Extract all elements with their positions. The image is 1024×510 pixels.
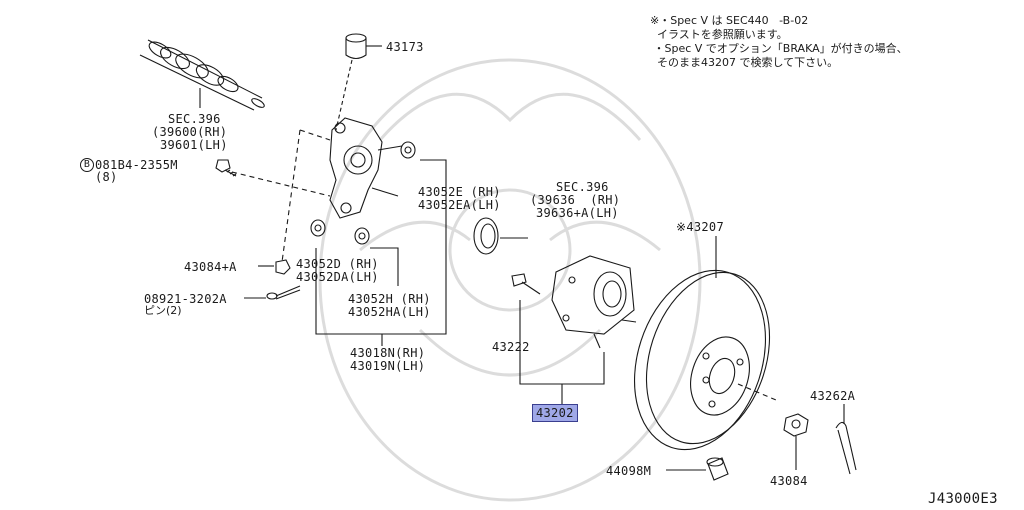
leader-brackets xyxy=(315,159,605,404)
nut-43084-icon xyxy=(783,413,809,470)
label-43222[interactable]: 43222 xyxy=(492,340,530,354)
seal-39636-icon xyxy=(473,217,528,255)
label-39600[interactable]: (39600(RH) xyxy=(152,125,228,139)
hub-43202-icon xyxy=(551,255,637,349)
note-line-1: ※・Spec V は SEC440 -B-02 xyxy=(650,14,809,27)
label-43019n[interactable]: 43019N(LH) xyxy=(350,359,426,373)
diagram-code: J43000E3 xyxy=(928,491,998,507)
label-43052h[interactable]: 43052H (RH) xyxy=(348,292,431,306)
disc-rotor-43207-icon xyxy=(633,236,777,451)
label-43202-highlight[interactable]: 43202 xyxy=(532,404,578,422)
label-bolt-qty: (8) xyxy=(95,170,118,184)
note-line-2: イラストを参照願います。 xyxy=(650,28,788,41)
label-43084[interactable]: 43084 xyxy=(770,474,808,488)
cotter-pin-43262a-icon xyxy=(835,404,857,475)
label-39601[interactable]: 39601(LH) xyxy=(160,138,228,152)
knuckle-icon xyxy=(329,117,403,219)
label-39636[interactable]: (39636 (RH) xyxy=(530,193,621,207)
cotter-pin-icon xyxy=(244,285,301,300)
label-43084a[interactable]: 43084+A xyxy=(184,260,237,274)
notes-block: ※・Spec V は SEC440 -B-02 イラストを参照願います。 ・Sp… xyxy=(650,14,908,70)
bolt-43222-icon xyxy=(511,273,541,295)
label-43052d[interactable]: 43052D (RH) xyxy=(296,257,379,271)
bushing-43052e-icon xyxy=(400,141,416,159)
label-43052ha[interactable]: 43052HA(LH) xyxy=(348,305,431,319)
label-sec396b[interactable]: SEC.396 xyxy=(556,180,609,194)
nut-43084a-icon xyxy=(258,259,291,275)
note-line-3: ・Spec V でオプション「BRAKA」が付きの場合、 xyxy=(650,42,908,55)
bushing-43052h-icon xyxy=(354,227,370,245)
label-43262a[interactable]: 43262A xyxy=(810,389,856,403)
label-43052da[interactable]: 43052DA(LH) xyxy=(296,270,379,284)
bolt-081b4-icon xyxy=(215,159,237,177)
label-08921[interactable]: 08921-3202A xyxy=(144,292,227,306)
bushing-43052d-icon xyxy=(310,219,326,237)
bushing-43173-icon xyxy=(335,33,382,131)
label-sec396a[interactable]: SEC.396 xyxy=(168,112,221,126)
drive-shaft-icon xyxy=(139,39,265,111)
label-43173[interactable]: 43173 xyxy=(386,40,424,54)
label-44098m[interactable]: 44098M xyxy=(606,464,652,478)
label-081b4[interactable]: 081B4-2355M xyxy=(95,158,178,172)
label-pin: ピン(2) xyxy=(144,304,182,317)
note-line-4: そのまま43207 で検索して下さい。 xyxy=(650,56,839,69)
watermark-emblem xyxy=(318,58,702,502)
label-39636a[interactable]: 39636+A(LH) xyxy=(536,206,619,220)
label-43052e[interactable]: 43052E (RH) xyxy=(418,185,501,199)
dashed-guides xyxy=(231,129,331,263)
label-43052ea[interactable]: 43052EA(LH) xyxy=(418,198,501,212)
bolt-circle-badge: B xyxy=(80,158,94,172)
cap-44098m-icon xyxy=(666,457,729,481)
label-43018n[interactable]: 43018N(RH) xyxy=(350,346,426,360)
label-43207[interactable]: ※43207 xyxy=(676,220,724,234)
